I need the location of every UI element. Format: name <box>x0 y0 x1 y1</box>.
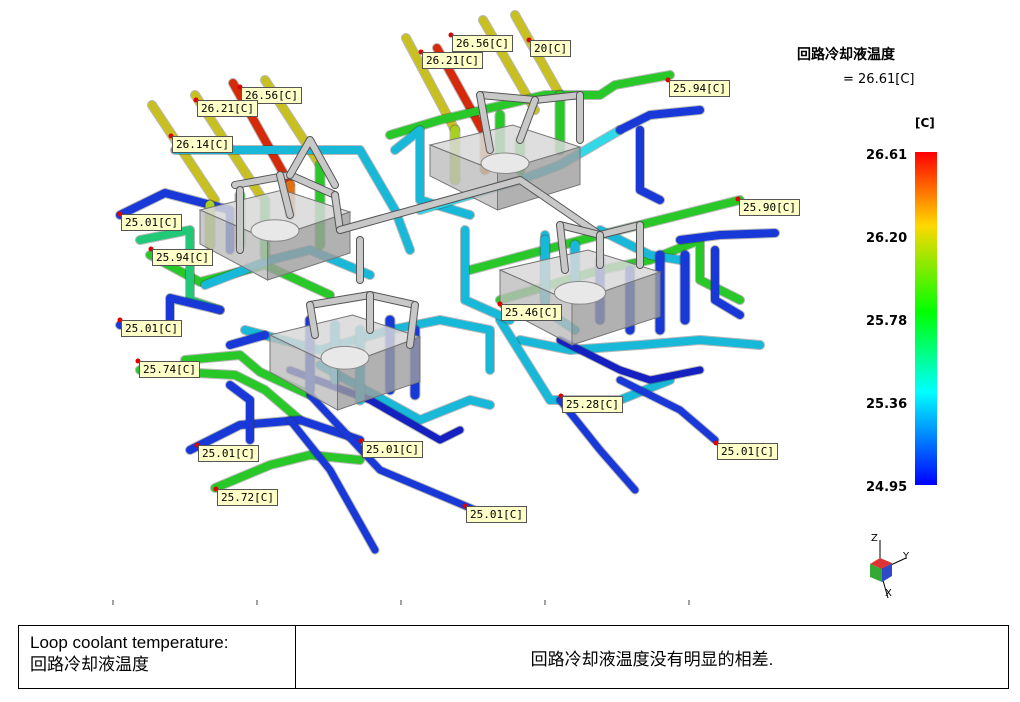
axis-triad <box>870 540 907 599</box>
cooling-pipe <box>461 226 514 324</box>
temperature-probe-label[interactable]: 26.56[C] <box>452 35 513 52</box>
cooling-pipe <box>616 106 704 134</box>
mold-insert-front <box>267 211 351 281</box>
temperature-probe-label[interactable]: 25.01[C] <box>717 443 778 460</box>
temperature-probe-label[interactable]: 25.74[C] <box>139 361 200 378</box>
cooling-pipe <box>516 336 764 354</box>
caption-label-cn: 回路冷却液温度 <box>30 655 149 674</box>
temperature-probe-label[interactable]: 25.28[C] <box>562 396 623 413</box>
cooling-pipe <box>286 416 379 554</box>
legend-tick: 25.78 <box>866 314 908 329</box>
temperature-probe-label[interactable]: 20[C] <box>530 40 572 57</box>
temperature-probe-label[interactable]: 25.46[C] <box>501 304 562 321</box>
color-scale-bar <box>915 152 937 485</box>
caption-comment-cell: 回路冷却液温度没有明显的相差. <box>296 626 1008 688</box>
cooling-pipe <box>391 126 474 219</box>
runner <box>332 192 343 233</box>
mold-cavity <box>553 280 607 305</box>
runner <box>557 222 568 273</box>
temperature-probe-label[interactable]: 25.01[C] <box>121 320 182 337</box>
temperature-probe-label[interactable]: 25.01[C] <box>198 445 259 462</box>
runner <box>407 302 418 348</box>
temperature-probe-label[interactable]: 25.01[C] <box>121 214 182 231</box>
caption-label-en: Loop coolant temperature: <box>30 633 229 652</box>
temperature-probe-label[interactable]: 25.90[C] <box>739 199 800 216</box>
temperature-probe-label[interactable]: 26.56[C] <box>241 87 302 104</box>
cooling-pipe <box>556 396 639 494</box>
caption-comment: 回路冷却液温度没有明显的相差. <box>530 649 774 669</box>
runner <box>517 97 538 143</box>
temperature-probe-label[interactable]: 25.01[C] <box>362 441 423 458</box>
mold-insert-front <box>571 271 661 346</box>
runner <box>287 137 338 188</box>
cooling-pipe <box>636 126 664 204</box>
axis-x-label: X <box>885 588 892 599</box>
legend-title: 回路冷却液温度 <box>797 47 895 63</box>
cooling-pipe <box>226 331 269 349</box>
mold-cavity <box>320 345 370 370</box>
axis-y-label: Y <box>903 551 910 562</box>
temperature-probe-label[interactable]: 26.14[C] <box>172 136 233 153</box>
temperature-probe-label[interactable]: 25.94[C] <box>152 249 213 266</box>
cooling-pipe <box>186 416 364 454</box>
cooling-pipe <box>616 376 719 444</box>
cooling-pipe <box>676 229 779 244</box>
temperature-probe-label[interactable]: 25.94[C] <box>669 80 730 97</box>
axis-z-label: Z <box>871 533 878 544</box>
mold-cavity <box>480 152 530 174</box>
cooling-pipe <box>306 391 479 514</box>
caption-label-cell: Loop coolant temperature: 回路冷却液温度 <box>19 626 296 688</box>
temperature-probe-label[interactable]: 25.72[C] <box>217 489 278 506</box>
mold-insert-front <box>337 336 421 411</box>
legend-unit: [C] <box>915 116 935 130</box>
temperature-probe-label[interactable]: 25.01[C] <box>466 506 527 523</box>
legend-max-value: = 26.61[C] <box>843 72 915 87</box>
mold-insert-front <box>497 146 581 211</box>
legend-tick: 25.36 <box>866 397 908 412</box>
runner <box>277 172 293 218</box>
cooling-pipe <box>596 226 684 264</box>
legend-tick: 26.20 <box>866 231 908 246</box>
temperature-probe-label[interactable]: 26.21[C] <box>197 100 258 117</box>
cooling-pipe <box>211 451 364 492</box>
legend-tick: 24.95 <box>866 480 908 495</box>
caption-table: Loop coolant temperature: 回路冷却液温度 回路冷却液温… <box>18 625 1009 689</box>
runner <box>307 302 318 338</box>
mold-cavity <box>250 219 300 242</box>
runner <box>477 92 493 153</box>
cooling-pipe <box>556 336 704 384</box>
cooling-pipe <box>171 146 414 254</box>
cooling-pipe <box>181 351 314 399</box>
cooling-pipe <box>226 381 254 444</box>
cooling-circuit-model <box>112 10 907 605</box>
model-viewport[interactable]: 26.56[C]26.21[C]20[C]25.94[C]26.56[C]26.… <box>0 0 1020 610</box>
temperature-probe-label[interactable]: 26.21[C] <box>422 52 483 69</box>
cooling-pipe <box>711 246 744 319</box>
legend-tick: 26.61 <box>866 148 908 163</box>
runner <box>337 177 603 238</box>
